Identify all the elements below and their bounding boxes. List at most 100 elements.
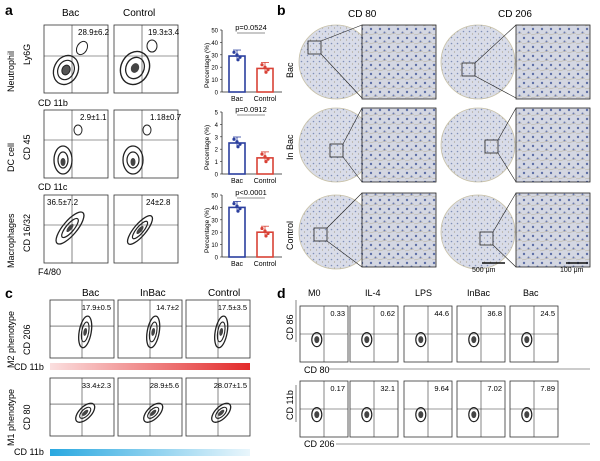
flow-plot: 7.89 (509, 380, 559, 438)
gradient-bar-blue (50, 449, 250, 456)
b-row-label-control: Control (285, 221, 295, 250)
a-ylabel: CD 16/32 (22, 214, 32, 252)
y-tick-label: 5 (215, 111, 219, 117)
flow-plot: 36.8 (456, 305, 506, 363)
zoom-image (361, 107, 437, 183)
contour-core (82, 409, 89, 416)
a-stat-ctrl: 24±2.8 (146, 198, 171, 207)
plot-stat: 0.17 (330, 384, 345, 393)
y-tick-label: 2 (215, 148, 219, 154)
flow-plot: 36.5±7.2 (43, 194, 109, 264)
contour-core (524, 336, 530, 344)
contour-core (418, 336, 424, 344)
contour (521, 332, 533, 348)
a-row-label: DC cell (6, 143, 16, 172)
scalebar-small-label: 100 μm (560, 267, 584, 274)
zoom-image (515, 192, 591, 268)
tissue-core-image (440, 107, 516, 183)
a-row-dc: DC cell CD 45 CD 11c 2.9±1.1 (6, 109, 182, 192)
contour (311, 407, 323, 423)
panel-c: c Bac InBac Control M2 phenotype CD 206 … (5, 285, 251, 457)
c-ylabel: CD 80 (22, 404, 32, 430)
a-xlabel: CD 11b (38, 98, 68, 108)
a-xlabel: F4/80 (38, 267, 61, 277)
plot-stat: 33.4±2.3 (82, 381, 111, 390)
contour (148, 321, 158, 343)
data-point (264, 70, 268, 74)
a-stat-ctrl: 1.18±0.7 (150, 113, 182, 122)
y-tick-label: 30 (211, 218, 218, 224)
data-point (263, 155, 267, 159)
contour (78, 315, 93, 349)
plot-stat: 0.33 (330, 309, 345, 318)
plot-stat: 28.9±5.6 (150, 381, 179, 390)
data-point (260, 152, 264, 156)
bar-ylabel: Percentage (%) (204, 208, 211, 253)
contour (79, 406, 92, 419)
c-row-label: M1 phenotype (6, 389, 16, 446)
plot-stat: 7.02 (487, 384, 502, 393)
data-point (266, 68, 270, 72)
y-tick-label: 10 (211, 243, 218, 249)
y-tick-label: 40 (211, 206, 218, 212)
panel-label-a: a (5, 2, 13, 18)
data-point (264, 234, 268, 238)
flow-plot: 2.9±1.1 (43, 109, 109, 179)
histology-row-inbac (298, 107, 591, 183)
b-row-label-bac: Bac (285, 62, 295, 78)
data-point (238, 207, 242, 211)
flow-plot: 28.07±1.5 (185, 377, 251, 437)
data-point (232, 202, 236, 206)
plot-stat: 44.6 (434, 309, 449, 318)
p-value: p=0.0524 (235, 23, 267, 32)
flow-plot: 28.9±5.6 (117, 377, 183, 437)
data-point (263, 229, 267, 233)
c-xlabel: CD 11b (14, 362, 44, 372)
plot-stat: 32.1 (380, 384, 395, 393)
flow-plot: 32.1 (349, 380, 399, 438)
y-tick-label: 3 (215, 135, 219, 141)
b-col-header-cd80: CD 80 (348, 9, 377, 20)
contour-core (83, 327, 88, 336)
bar (228, 55, 246, 93)
flow-plot: 24.5 (509, 305, 559, 363)
plot-stat: 24.5 (540, 309, 555, 318)
contour (415, 407, 427, 423)
p-value: p=0.0912 (235, 105, 267, 114)
flow-plot: 14.7±2 (117, 299, 183, 359)
flow-plot: 44.6 (403, 305, 453, 363)
contour (214, 315, 229, 349)
contour (216, 321, 226, 343)
contour-core (314, 411, 320, 419)
plot-stat: 28.07±1.5 (214, 381, 247, 390)
bar-category-label: Bac (231, 261, 244, 268)
a-row-neutrophil: Neutrophil Ly6G CD 11b 28.9±6.2 (6, 24, 180, 108)
contour-core (524, 411, 530, 419)
contour (143, 402, 164, 423)
panel-d: d M0 IL-4 LPS InBac Bac CD 86 CD 80 CD 1… (277, 285, 590, 449)
c-ylabel: CD 206 (22, 324, 32, 355)
y-tick-label: 50 (211, 29, 218, 35)
y-tick-label: 0 (215, 256, 219, 262)
contour (211, 402, 232, 423)
data-point (260, 226, 264, 231)
plot-stat: 0.62 (380, 309, 395, 318)
contour (468, 407, 480, 423)
zoom-image (361, 192, 437, 268)
y-tick-label: 10 (211, 78, 218, 84)
a-stat-bac: 36.5±7.2 (47, 198, 79, 207)
histology-row-control (298, 192, 591, 270)
a-ylabel: Ly6G (22, 44, 32, 65)
b-row-label-inbac: In Bac (285, 134, 295, 160)
b-col-header-cd206: CD 206 (498, 9, 532, 20)
bar-category-label: Bac (231, 178, 244, 185)
contour-core (218, 409, 225, 416)
data-point (263, 65, 267, 69)
a-ylabel: CD 45 (22, 134, 32, 160)
plot-stat: 17.5±3.5 (218, 303, 247, 312)
panel-label-c: c (5, 285, 13, 301)
contour-core (471, 336, 477, 344)
